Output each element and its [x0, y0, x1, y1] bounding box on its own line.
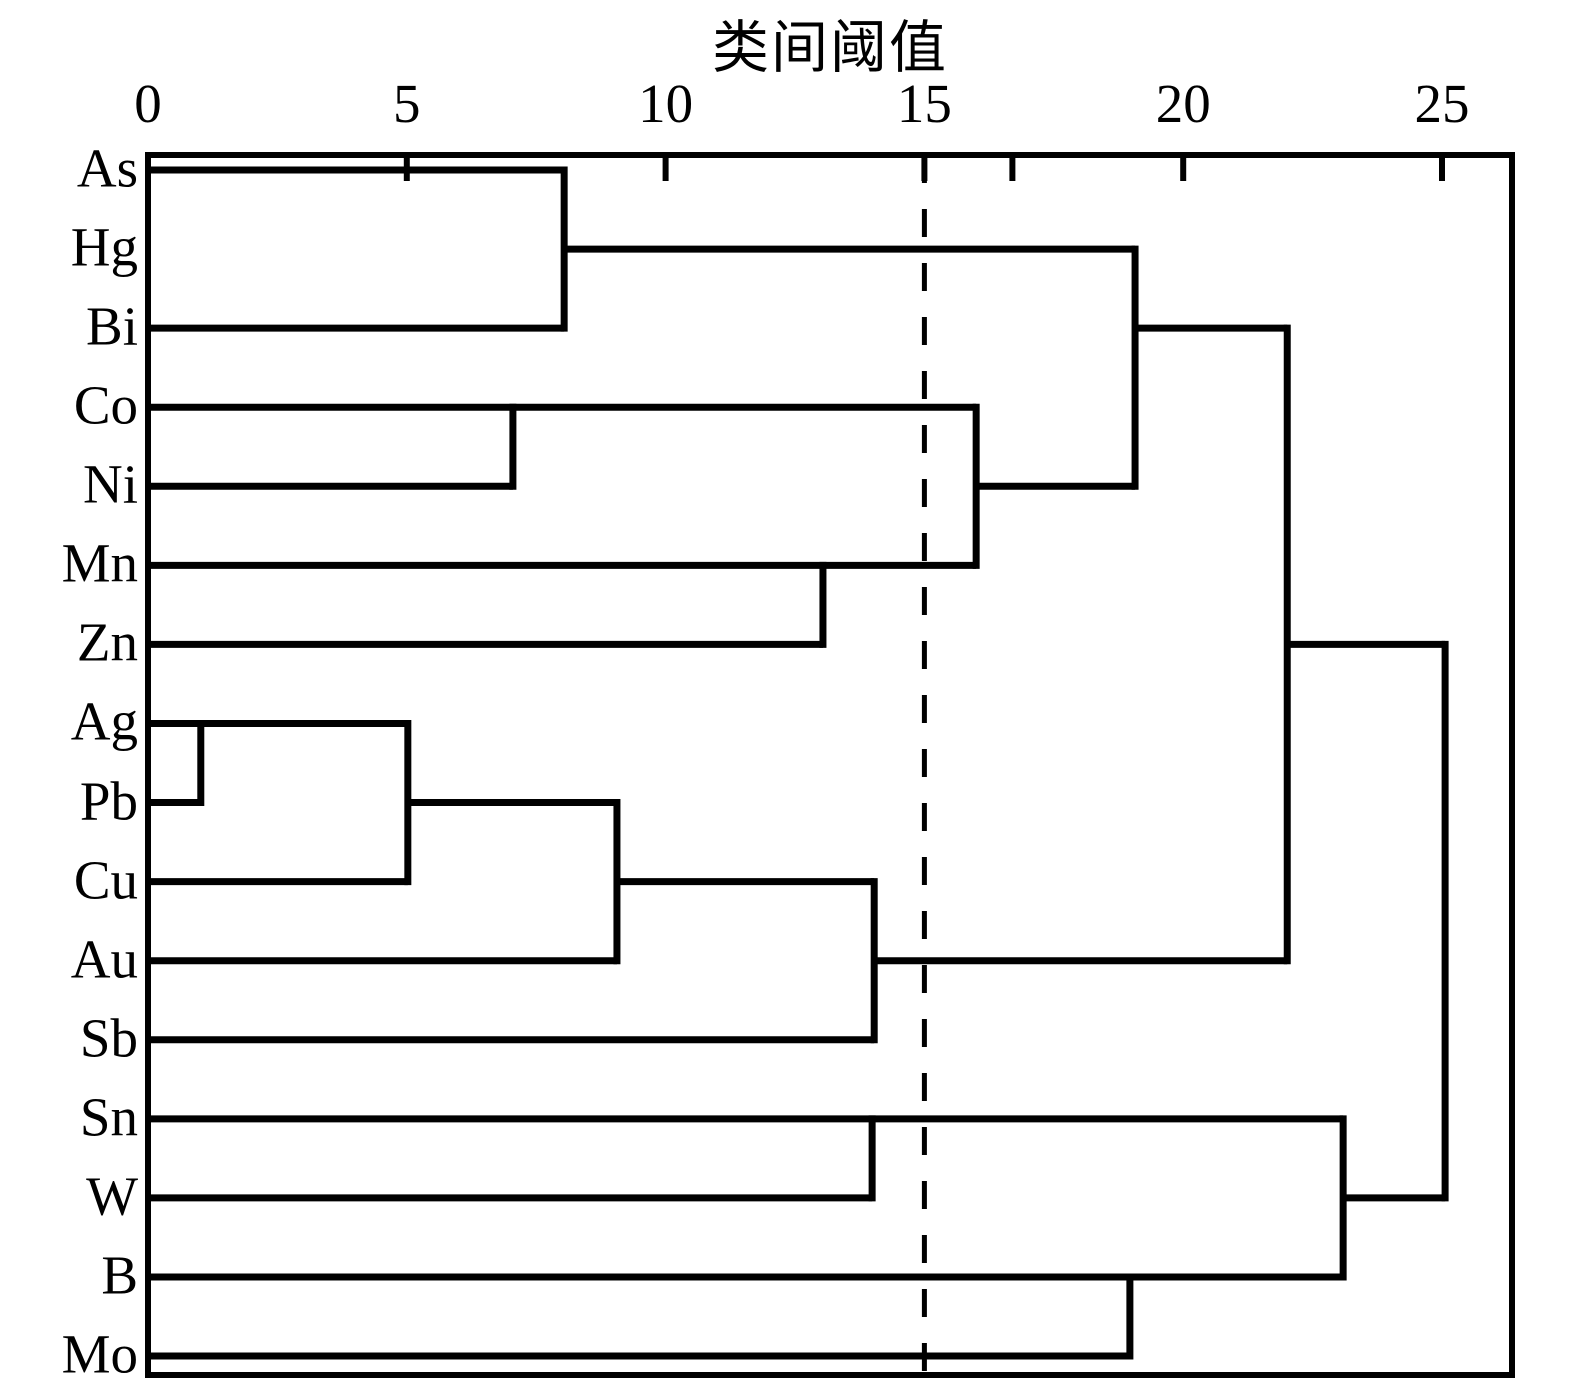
x-axis-tick-label-0: 0: [134, 73, 162, 134]
leaf-label-Cu: Cu: [73, 848, 138, 910]
leaf-label-Sn: Sn: [79, 1086, 138, 1148]
leaf-label-Pb: Pb: [79, 769, 138, 831]
leaf-label-As: As: [76, 137, 138, 199]
leaf-label-W: W: [86, 1165, 138, 1227]
leaf-label-Ni: Ni: [83, 453, 138, 515]
leaf-label-Mn: Mn: [61, 532, 138, 594]
leaf-label-Au: Au: [70, 927, 138, 989]
x-axis-tick-label-5: 5: [393, 73, 421, 134]
x-axis-tick-label-15: 15: [896, 73, 952, 134]
leaf-label-B: B: [101, 1244, 138, 1306]
leaf-label-Sb: Sb: [79, 1007, 138, 1069]
x-axis-tick-label-10: 10: [638, 73, 694, 134]
plot-border: [145, 152, 1515, 1378]
leaf-label-Co: Co: [73, 374, 138, 436]
chart-title: 类间阈值: [712, 17, 948, 80]
leaf-label-Zn: Zn: [76, 611, 138, 673]
leaf-label-Bi: Bi: [86, 295, 138, 357]
x-axis-tick-label-20: 20: [1155, 73, 1211, 134]
leaf-label-Hg: Hg: [70, 216, 138, 278]
leaf-label-Ag: Ag: [70, 690, 138, 752]
leaf-label-Mo: Mo: [61, 1323, 138, 1385]
x-axis-tick-label-25: 25: [1414, 73, 1470, 134]
